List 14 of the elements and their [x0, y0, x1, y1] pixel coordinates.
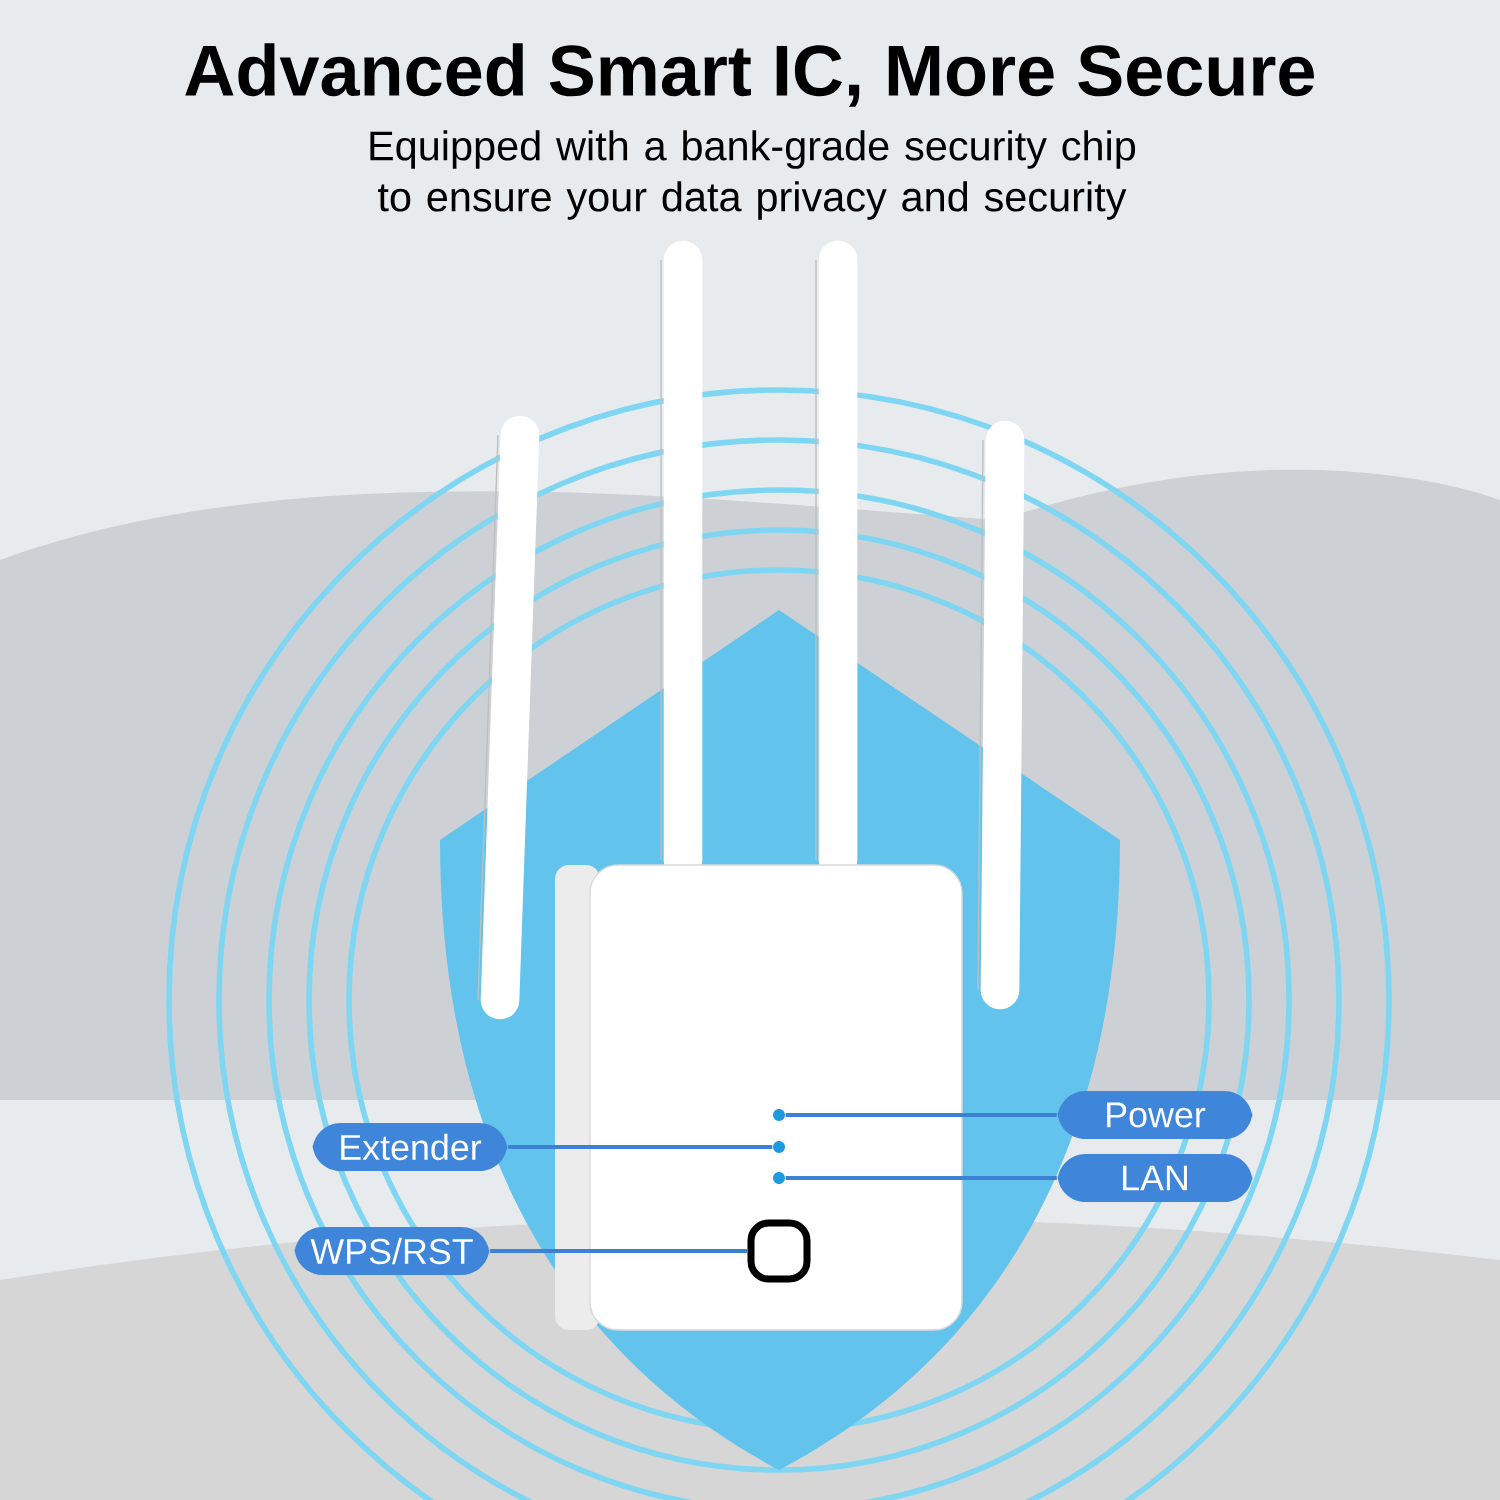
leader-line: [508, 1144, 773, 1150]
label-pill: Power: [1057, 1091, 1253, 1139]
indicator-light: [773, 1141, 785, 1153]
wps-button: [747, 1219, 811, 1283]
indicator-light: [773, 1172, 785, 1184]
leader-line: [490, 1248, 748, 1254]
indicator-light: [773, 1109, 785, 1121]
label-pill: Extender: [312, 1123, 508, 1171]
label-pill: WPS/RST: [294, 1227, 490, 1275]
leader-line: [785, 1175, 1057, 1181]
subtitle: Equipped with a bank-grade security chip to ensure your data privacy and security: [370, 130, 1136, 220]
title: Advanced Smart IC, More Secure: [185, 43, 1314, 107]
leader-line: [785, 1112, 1057, 1118]
label-pill: LAN: [1057, 1154, 1253, 1202]
